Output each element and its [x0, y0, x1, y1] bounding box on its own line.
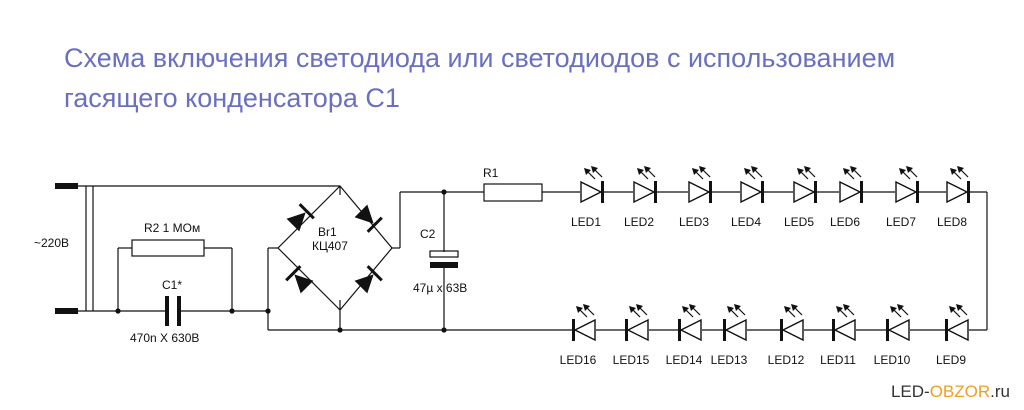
light-emission-icon	[843, 166, 862, 180]
junction-dot	[441, 327, 447, 333]
led-led15: LED15	[613, 304, 650, 367]
title-line-1: Схема включения светодиода или светодиод…	[64, 43, 896, 73]
light-emission-icon	[950, 166, 969, 180]
led-label: LED11	[820, 353, 856, 367]
led-string-top: LED1 LED2 LED3 LED4 LED5 LED6 LED7 LED8	[571, 166, 970, 229]
junctions	[115, 189, 447, 333]
bridge-diodes	[285, 203, 383, 294]
led-label: LED10	[874, 353, 911, 367]
led-label: LED4	[731, 215, 761, 229]
led-led9: LED9	[936, 304, 969, 367]
led-led16: LED16	[560, 304, 597, 367]
light-emission-icon	[784, 304, 803, 318]
light-emission-icon	[576, 304, 595, 318]
led-led5: LED5	[784, 166, 817, 229]
led-label: LED9	[936, 353, 966, 367]
bridge-diode-icon	[354, 204, 383, 233]
light-emission-icon	[692, 166, 711, 180]
label-bridge-part: КЦ407	[312, 239, 348, 253]
junction-dot	[265, 308, 271, 314]
led-label: LED16	[560, 353, 597, 367]
led-led7: LED7	[886, 166, 919, 229]
site-watermark: LED-OBZOR.ru	[890, 382, 1010, 401]
light-emission-icon	[836, 304, 855, 318]
light-emission-icon	[744, 166, 763, 180]
led-label: LED14	[666, 353, 703, 367]
junction-dot	[115, 308, 121, 314]
led-led2: LED2	[624, 166, 657, 229]
bridge-diode-icon	[354, 265, 383, 294]
led-led12: LED12	[768, 304, 805, 367]
led-led14: LED14	[666, 304, 703, 367]
light-emission-icon	[899, 166, 918, 180]
led-label: LED3	[679, 215, 709, 229]
label-c2-value: 47µ x 63В	[413, 281, 467, 295]
title-line-2: гасящего конденсатора С1	[64, 83, 400, 113]
label-bridge-ref: Br1	[318, 225, 337, 239]
led-string-bottom: LED16 LED15 LED14 LED13 LED12 LED11 LED10 LED9	[560, 304, 969, 367]
resistor-r2	[131, 239, 205, 257]
light-emission-icon	[949, 304, 968, 318]
led-led8: LED8	[937, 166, 970, 229]
label-input-voltage: ~220В	[34, 236, 69, 250]
led-label: LED6	[830, 215, 860, 229]
label-c1-value: 470n X 630В	[130, 331, 199, 345]
led-label: LED5	[784, 215, 814, 229]
led-label: LED1	[571, 215, 601, 229]
label-r2: R2 1 МОм	[144, 221, 200, 235]
capacitor-c1	[165, 296, 181, 326]
label-r1: R1	[483, 166, 499, 180]
light-emission-icon	[890, 304, 909, 318]
led-label: LED15	[613, 353, 650, 367]
junction-dot	[229, 308, 235, 314]
led-label: LED13	[711, 353, 748, 367]
led-label: LED12	[768, 353, 805, 367]
light-emission-icon	[629, 304, 648, 318]
led-led11: LED11	[820, 304, 856, 367]
light-emission-icon	[637, 166, 656, 180]
led-led3: LED3	[679, 166, 712, 229]
diagram-title: Схема включения светодиода или светодиод…	[64, 38, 1004, 118]
led-led4: LED4	[731, 166, 764, 229]
bridge-diode-icon	[285, 265, 314, 294]
capacitor-c2	[429, 250, 459, 268]
light-emission-icon	[584, 166, 603, 180]
led-label: LED8	[937, 215, 967, 229]
led-led1: LED1	[571, 166, 604, 229]
bridge-diode-icon	[286, 203, 315, 232]
label-c1: C1*	[162, 278, 182, 292]
led-label: LED2	[624, 215, 654, 229]
led-led6: LED6	[830, 166, 863, 229]
junction-dot	[337, 327, 343, 333]
led-led13: LED13	[711, 304, 748, 367]
light-emission-icon	[682, 304, 701, 318]
junction-dot	[441, 189, 447, 195]
light-emission-icon	[727, 304, 746, 318]
label-c2: C2	[420, 227, 436, 241]
led-led10: LED10	[874, 304, 911, 367]
resistor-r1	[483, 183, 543, 202]
light-emission-icon	[797, 166, 816, 180]
led-label: LED7	[886, 215, 916, 229]
